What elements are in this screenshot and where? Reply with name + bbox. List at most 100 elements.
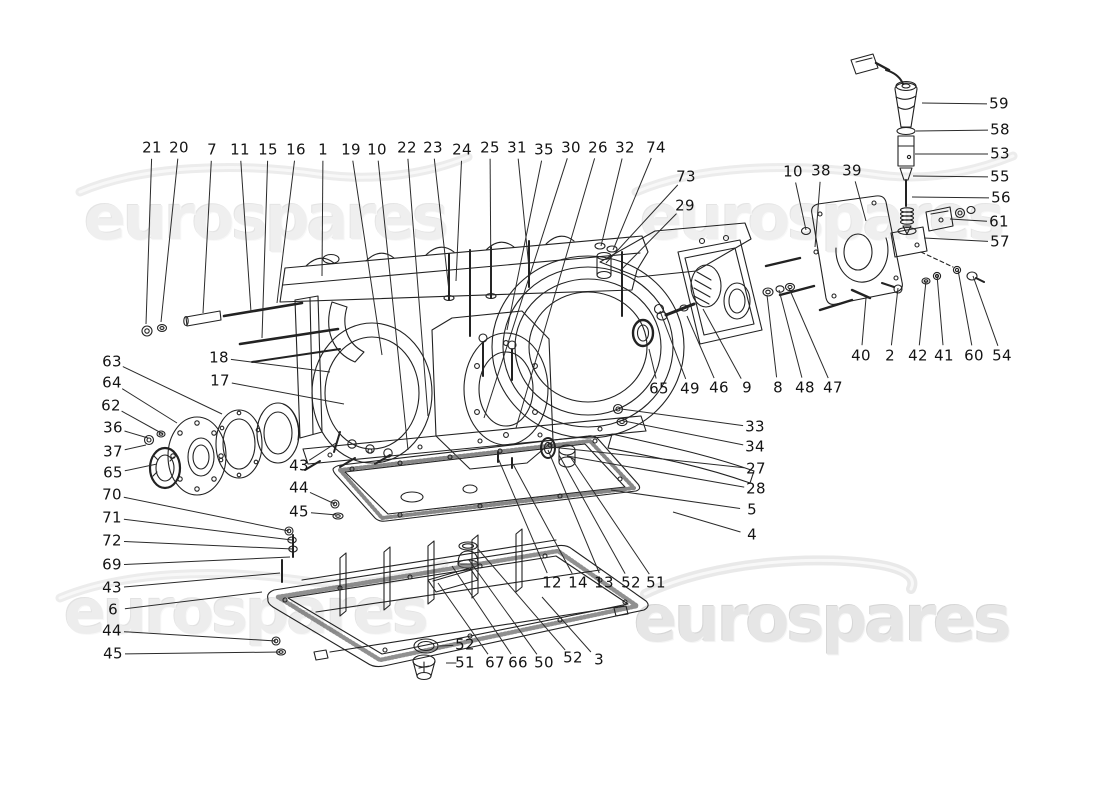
- watermark-eurospares: eurospares: [64, 575, 429, 648]
- leader-line-44: [123, 631, 277, 642]
- part-callout-52: 52: [563, 648, 583, 667]
- watermark-eurospares: eurospares: [84, 181, 449, 254]
- part-callout-54: 54: [992, 346, 1012, 365]
- leader-line-23: [433, 158, 450, 292]
- leader-line-15: [261, 160, 269, 339]
- leader-line-62: [121, 410, 164, 435]
- part-callout-32: 32: [615, 138, 635, 157]
- part-callout-40: 40: [851, 346, 871, 365]
- oil-sump-pan: [268, 527, 648, 667]
- leader-line-63: [122, 366, 223, 415]
- part-callout-41: 41: [934, 346, 954, 365]
- leader-line-10: [377, 160, 409, 451]
- swoosh-icon: [80, 157, 468, 192]
- part-callout-48: 48: [795, 378, 815, 397]
- leader-line-17: [231, 382, 345, 405]
- part-callout-4: 4: [747, 525, 757, 544]
- part-callout-53: 53: [990, 144, 1010, 163]
- part-callout-43: 43: [102, 578, 122, 597]
- leader-line-20: [160, 158, 179, 323]
- leader-line-12: [497, 457, 548, 574]
- leader-line-61: [949, 218, 988, 222]
- leader-line-5: [610, 489, 741, 509]
- watermark-eurospares: eurospares: [640, 181, 1005, 254]
- part-callout-23: 23: [423, 138, 443, 157]
- part-callout-39: 39: [842, 161, 862, 180]
- leader-line-6: [124, 591, 263, 610]
- part-callout-66: 66: [508, 653, 528, 672]
- leader-line-52: [558, 454, 626, 574]
- leader-line-48: [778, 289, 803, 378]
- part-callout-27: 27: [746, 459, 766, 478]
- leader-line-25: [489, 158, 492, 293]
- part-callout-49: 49: [680, 379, 700, 398]
- leader-line-55: [912, 175, 989, 178]
- part-callout-72: 72: [102, 531, 122, 550]
- part-callout-22: 22: [397, 138, 417, 157]
- part-callout-1: 1: [318, 140, 328, 159]
- leader-line-66: [451, 565, 512, 655]
- leader-line-59: [921, 102, 988, 105]
- swoosh-icon: [645, 560, 912, 594]
- part-callout-8: 8: [773, 378, 783, 397]
- part-callout-34: 34: [745, 437, 765, 456]
- leader-line-19: [352, 160, 383, 356]
- part-callout-38: 38: [811, 161, 831, 180]
- leader-line-58: [915, 129, 989, 132]
- selector-rail: [280, 223, 751, 302]
- leader-line-45: [124, 651, 281, 655]
- watermark-eurospares: eurospares: [634, 583, 1012, 657]
- leader-line-34: [623, 420, 744, 446]
- part-callout-69: 69: [102, 555, 122, 574]
- swoosh-icon: [60, 564, 444, 598]
- leader-line-42: [918, 280, 927, 346]
- leader-line-21: [145, 158, 153, 325]
- part-callout-33: 33: [745, 417, 765, 436]
- part-callout-16: 16: [286, 140, 306, 159]
- leader-line-51: [570, 457, 650, 575]
- drain-plug-parts: [413, 639, 438, 680]
- speedometer-drive-assembly: [766, 54, 984, 310]
- part-callout-36: 36: [103, 418, 123, 437]
- part-callout-71: 71: [102, 508, 122, 527]
- leader-line-44: [309, 491, 336, 505]
- leader-line-10: [795, 182, 807, 231]
- leader-line-49: [659, 310, 687, 380]
- part-callout-58: 58: [990, 120, 1010, 139]
- leader-line-9: [702, 308, 742, 379]
- part-callout-65: 65: [103, 463, 123, 482]
- part-callout-42: 42: [908, 346, 928, 365]
- leader-line-45: [310, 512, 338, 516]
- part-callout-29: 29: [675, 196, 695, 215]
- leader-line-64: [121, 388, 178, 424]
- leader-line-39: [854, 181, 867, 222]
- leader-line-37: [124, 444, 147, 451]
- part-callout-60: 60: [964, 346, 984, 365]
- part-callout-25: 25: [480, 138, 500, 157]
- leader-line-3: [541, 596, 592, 653]
- leader-line-50: [468, 559, 538, 655]
- leader-line-60: [957, 269, 973, 346]
- leader-line-18: [230, 358, 331, 373]
- part-callout-43: 43: [289, 456, 309, 475]
- leader-line-65: [124, 463, 158, 472]
- leader-line-4: [672, 511, 741, 533]
- swoosh-icon: [60, 564, 444, 598]
- part-callout-5: 5: [747, 500, 757, 519]
- part-callout-24: 24: [452, 140, 472, 159]
- part-callout-64: 64: [102, 373, 122, 392]
- part-callout-10: 10: [783, 162, 803, 181]
- swoosh-icon: [645, 560, 912, 594]
- part-callout-31: 31: [507, 138, 527, 157]
- leader-line-69: [123, 556, 291, 565]
- part-callout-10: 10: [367, 140, 387, 159]
- part-callout-44: 44: [102, 621, 122, 640]
- part-callout-14: 14: [568, 573, 588, 592]
- leader-line-43: [123, 572, 281, 588]
- oil-pickup-parts: [331, 405, 627, 593]
- part-callout-35: 35: [534, 140, 554, 159]
- leader-line-11: [240, 160, 252, 313]
